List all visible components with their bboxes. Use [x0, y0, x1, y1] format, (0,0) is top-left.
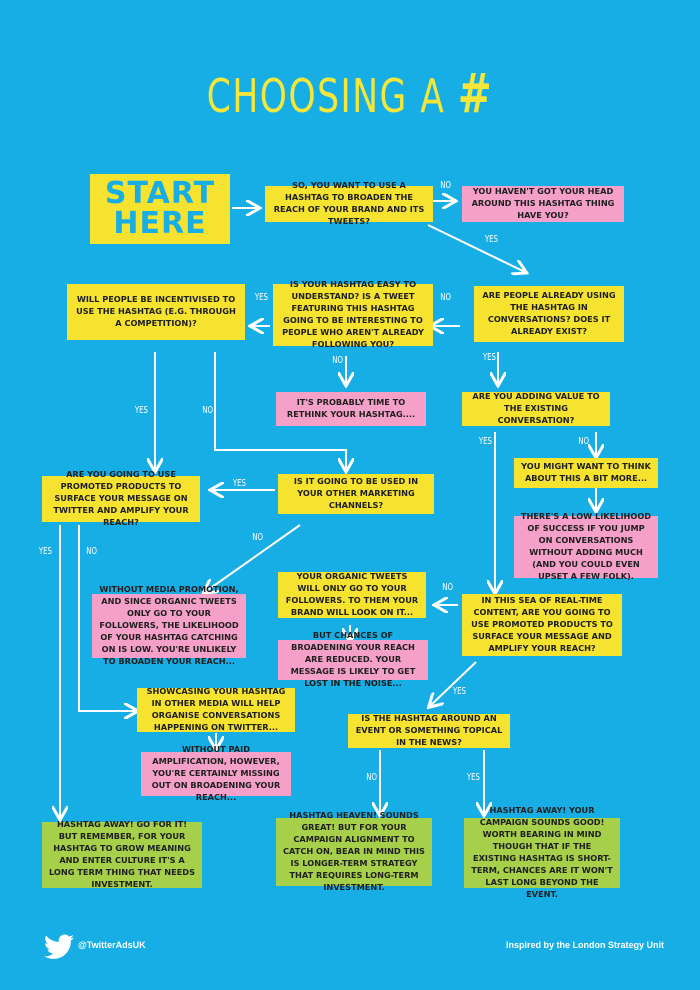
label-yes: YES — [254, 292, 268, 303]
label-yes: YES — [478, 436, 492, 447]
n3-low-likelihood: THERE'S A LOW LIKELIHOOD OF SUCCESS IF Y… — [514, 511, 658, 581]
q5-adding-value: ARE YOU ADDING VALUE TO THE EXISTING CON… — [462, 391, 610, 426]
label-yes: YES — [482, 352, 496, 363]
label-no: NO — [252, 532, 264, 543]
q12-event-topical: IS THE HASHTAG AROUND AN EVENT OR SOMETH… — [348, 713, 510, 748]
q7-promoted-products: ARE YOU GOING TO USE PROMOTED PRODUCTS T… — [42, 469, 200, 527]
label-yes: YES — [38, 546, 52, 557]
outcome-hashtag-heaven: HASHTAG HEAVEN! SOUNDS GREAT! BUT FOR YO… — [276, 810, 432, 892]
outcome-hashtag-away-short-term: HASHTAG AWAY! YOUR CAMPAIGN SOUNDS GOOD!… — [464, 805, 620, 899]
n6-without-paid: WITHOUT PAID AMPLIFICATION, HOWEVER, YOU… — [141, 744, 291, 802]
n1-head-around: YOU HAVEN'T GOT YOUR HEAD AROUND THIS HA… — [462, 186, 624, 222]
label-yes: YES — [134, 405, 148, 416]
label-no: NO — [86, 546, 98, 557]
q4-incentivised: WILL PEOPLE BE INCENTIVISED TO USE THE H… — [67, 284, 245, 340]
q6-think-more: YOU MIGHT WANT TO THINK ABOUT THIS A BIT… — [514, 458, 658, 488]
q10-sea-of-content: IN THIS SEA OF REAL-TIME CONTENT, ARE YO… — [462, 594, 622, 656]
label-yes: YES — [484, 234, 498, 245]
label-yes: YES — [232, 478, 246, 489]
n4-without-media: WITHOUT MEDIA PROMOTION, AND SINCE ORGAN… — [92, 584, 246, 666]
credit-text: Inspired by the London Strategy Unit — [505, 940, 664, 950]
n2-rethink: IT'S PROBABLY TIME TO RETHINK YOUR HASHT… — [276, 392, 426, 426]
hash-symbol: # — [457, 62, 494, 125]
label-no: NO — [440, 292, 452, 303]
label-no: NO — [202, 405, 214, 416]
label-yes: YES — [452, 686, 466, 697]
q2-already-exist: ARE PEOPLE ALREADY USING THE HASHTAG IN … — [474, 286, 624, 342]
q1-broaden-reach: SO, YOU WANT TO USE A HASHTAG TO BROADEN… — [265, 180, 433, 226]
n5-reduced: BUT CHANCES OF BROADENING YOUR REACH ARE… — [278, 630, 428, 688]
label-yes: YES — [466, 772, 480, 783]
page-title: CHOOSING A # — [88, 62, 613, 125]
q3-easy-to-understand: IS YOUR HASHTAG EASY TO UNDERSTAND? IS A… — [273, 279, 433, 349]
q11-showcasing: SHOWCASING YOUR HASHTAG IN OTHER MEDIA W… — [137, 686, 295, 732]
outcome-hashtag-away-long-term: HASHTAG AWAY! GO FOR IT! BUT REMEMBER, F… — [42, 819, 202, 889]
label-no: NO — [440, 180, 452, 191]
q9-organic-tweets: YOUR ORGANIC TWEETS WILL ONLY GO TO YOUR… — [278, 571, 426, 618]
twitter-handle[interactable]: @TwitterAdsUK — [78, 940, 146, 950]
q8-other-channels: IS IT GOING TO BE USED IN YOUR OTHER MAR… — [278, 474, 434, 514]
label-no: NO — [366, 772, 378, 783]
twitter-bird-icon — [44, 934, 74, 959]
title-text: CHOOSING A — [206, 69, 446, 123]
label-no: NO — [442, 582, 454, 593]
start-here-node: START HERE — [90, 174, 230, 244]
label-no: NO — [578, 436, 590, 447]
label-no: NO — [332, 355, 344, 366]
